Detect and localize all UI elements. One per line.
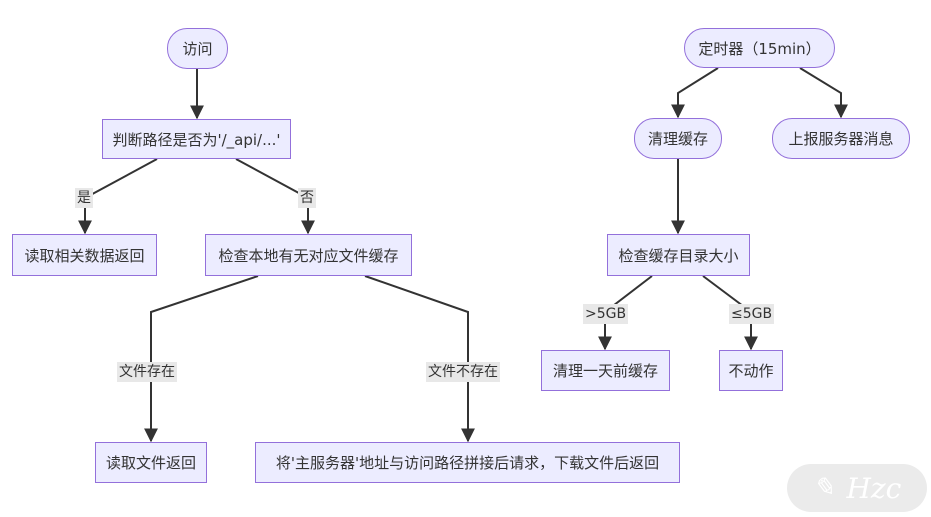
edge-label-no: 否 bbox=[298, 188, 316, 208]
node-timer: 定时器（15min） bbox=[684, 28, 835, 68]
node-no-action: 不动作 bbox=[719, 350, 783, 391]
node-visit: 访问 bbox=[167, 28, 228, 69]
node-check-cache: 检查本地有无对应文件缓存 bbox=[205, 234, 412, 276]
watermark-logo: ✎ Hzc bbox=[787, 464, 927, 512]
edge-file-exists bbox=[144, 275, 259, 443]
node-check-size: 检查缓存目录大小 bbox=[607, 234, 750, 276]
node-read-file: 读取文件返回 bbox=[95, 442, 207, 483]
edge-label-le5gb: ≤5GB bbox=[729, 304, 775, 324]
node-report: 上报服务器消息 bbox=[772, 118, 910, 159]
edge-timer-to-clean bbox=[671, 67, 719, 119]
node-fetch-remote: 将'主服务器'地址与访问路径拼接后请求，下载文件后返回 bbox=[255, 442, 680, 483]
edge-file-missing bbox=[364, 275, 475, 443]
edge-label-yes: 是 bbox=[75, 188, 93, 208]
node-clean-cache: 清理缓存 bbox=[634, 118, 722, 159]
edge-label-file-exists: 文件存在 bbox=[117, 362, 177, 382]
node-read-data: 读取相关数据返回 bbox=[12, 234, 157, 276]
edge-label-gt5gb: >5GB bbox=[583, 304, 629, 324]
node-check-path: 判断路径是否为'/_api/...' bbox=[102, 119, 291, 159]
node-clean-old: 清理一天前缓存 bbox=[541, 350, 670, 391]
edge-yes bbox=[78, 158, 158, 235]
edge-timer-to-report bbox=[799, 67, 848, 119]
edge-label-file-missing: 文件不存在 bbox=[426, 362, 500, 382]
watermark-glyph-icon: ✎ bbox=[812, 473, 835, 503]
watermark-text: Hzc bbox=[846, 471, 902, 505]
